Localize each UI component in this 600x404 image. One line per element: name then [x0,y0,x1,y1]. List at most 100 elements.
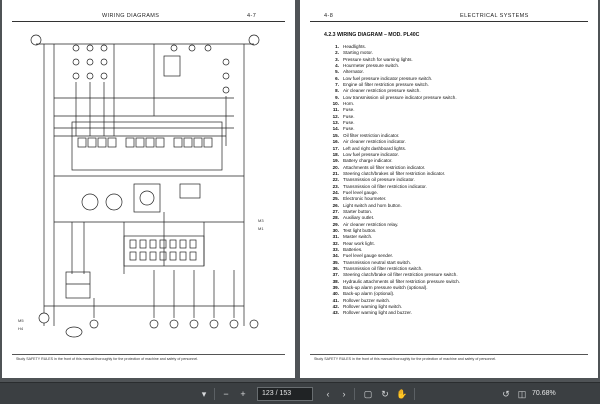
legend-item: 28. Auxiliary outlet. [324,215,460,221]
legend-text: Low fuel pressure indicator. [343,151,399,157]
refresh-icon[interactable]: ↺ [502,389,510,399]
legend-text: Fuse. [343,107,355,113]
legend-text: Oil filter restriction indicator. [343,132,400,138]
page-header: WIRING DIAGRAMS 4-7 [2,11,295,23]
back-up-alarm-icon [65,326,83,338]
legend-number: 3. [335,56,339,62]
footer-note: Study SAFETY RULES in the front of this … [314,357,497,361]
legend-text: Test light button. [343,227,377,233]
header-rule [12,21,285,22]
prev-page-icon[interactable]: ‹ [326,389,330,399]
legend-item: 14.Fuse. [324,126,460,132]
legend-number: 40. [332,291,339,297]
legend-number: 28. [332,215,339,221]
legend-text: Starting motor. [343,50,373,56]
legend-text: Rear work light. [343,240,375,246]
legend-item: 31.Master switch. [324,234,460,240]
legend-item: 10.Horn. [324,101,460,107]
next-page-icon[interactable]: › [342,389,346,399]
legend-text: Electronic hourmeter. [343,196,387,202]
legend-item: 34.Fuel level gauge sender. [324,253,460,259]
indicator-panel [71,121,223,171]
legend-number: 29. [332,221,339,227]
legend-item: 27.Starter button. [324,209,460,215]
legend-number: 20. [332,164,339,170]
legend-item: 38.Hydraulic attachments oil filter rest… [324,279,460,285]
legend-text: Batteries. [343,247,363,252]
legend-number: 19. [332,158,339,164]
legend-text: Transmission oil pressure indicator. [343,177,415,183]
legend-number: 41. [332,297,339,303]
legend-item: 7. Engine oil filter restriction pressure… [324,82,460,88]
legend-item: 13.Fuse. [324,120,460,126]
legend-number: 24. [332,189,339,195]
legend-number: 10. [332,101,339,107]
page-left: WIRING DIAGRAMS 4-7 [2,0,295,378]
legend-number: 11. [332,107,339,113]
zoom-in-icon[interactable]: + [240,389,246,399]
legend-text: Engine oil filter restriction pressure s… [343,82,429,88]
legend-number: 42. [332,304,339,310]
headlight-right-icon [248,34,260,46]
hand-tool-icon[interactable]: ✋ [396,389,408,399]
legend-text: Left and right dashboard lights. [343,145,407,151]
fit-page-icon[interactable]: ▢ [363,389,373,399]
legend-text: Air cleaner restriction relay. [343,221,399,227]
legend-item: 29. Air cleaner restriction relay. [324,222,460,228]
legend-text: Auxiliary outlet. [343,215,375,221]
legend-text: Alternator. [343,69,364,75]
legend-text: Transmission neutral start switch. [343,259,411,265]
two-page-icon[interactable]: ◫ [517,389,527,399]
diagram-label: M1 [258,226,264,231]
header-rule [310,21,588,22]
legend-number: 16. [332,139,339,145]
legend-item: 42.Rollover warning light switch. [324,304,460,310]
diagram-label: M3 [258,218,264,223]
headlight-left-icon [30,34,42,46]
legend-item: 41.Rollover buzzer switch. [324,298,460,304]
legend-number: 27. [332,208,339,214]
legend-text: Back-up alarm pressure switch (optional)… [343,285,428,291]
zoom-level[interactable]: 70.68% [532,390,556,397]
fuel-gauge-icon [81,193,99,211]
legend-item: 16.Air cleaner restriction indicator. [324,139,460,145]
legend-item: 33. Batteries. [324,247,460,253]
legend-item: 2.Starting motor. [324,50,460,56]
legend-number: 31. [332,234,339,240]
legend-number: 8. [335,88,339,94]
legend-text: Low fuel pressure indicator pressure swi… [343,75,433,81]
legend-number: 7. [335,82,339,88]
legend-item: 4. Hourmeter pressure switch. [324,63,460,69]
legend-text: Hourmeter pressure switch. [343,63,400,69]
legend-item: 15. Oil filter restriction indicator. [324,133,460,139]
rotate-icon[interactable]: ↻ [381,389,389,399]
legend-number: 36. [332,266,339,272]
document-viewer[interactable]: WIRING DIAGRAMS 4-7 [0,0,600,382]
starter-switch [133,183,161,213]
legend-number: 12. [332,113,339,119]
chevron-down-icon[interactable]: ▾ [201,389,207,399]
legend-number: 39. [332,285,339,291]
battery-icon [65,271,91,299]
legend-text: Battery charge indicator. [343,158,393,164]
footer-rule [12,354,285,355]
legend-number: 33. [332,247,339,252]
header-title: WIRING DIAGRAMS [102,13,160,19]
legend-item: 1.Headlights. [324,44,460,50]
legend-item: 5.Alternator. [324,69,460,75]
page-number-input[interactable]: 123 / 153 [257,387,313,401]
legend-item: 35.Transmission neutral start switch. [324,260,460,266]
footer-note: Study SAFETY RULES in the front of this … [16,357,199,361]
legend-item: 23.Transmission oil filter restriction i… [324,184,460,190]
toolbar-divider [414,388,415,400]
diagram-label: M5 [18,318,24,323]
footer-rule [310,354,588,355]
legend-number: 1. [335,44,339,49]
legend-list: 1.Headlights.2.Starting motor.3.Pressure… [324,44,460,317]
legend-number: 4. [335,63,339,69]
legend-text: Fuse. [343,126,355,132]
legend-number: 37. [332,272,339,278]
legend-number: 15. [332,132,339,138]
zoom-out-icon[interactable]: − [223,389,229,399]
legend-text: Air cleaner restriction pressure switch. [343,88,421,94]
